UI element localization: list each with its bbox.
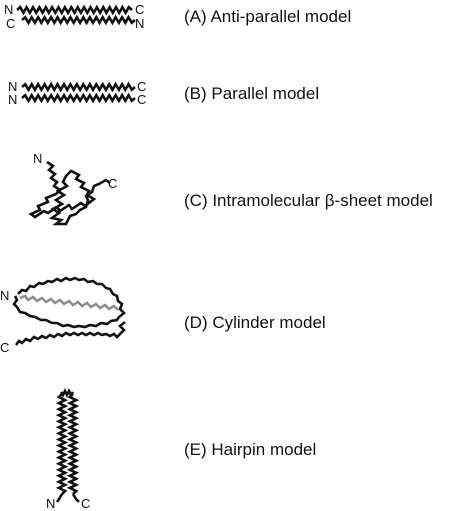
- model-b-terminus-top-right: C: [137, 79, 146, 94]
- model-c-terminus-end: C: [108, 176, 117, 191]
- model-a-strand-bottom: [21, 14, 136, 26]
- model-d-terminus-end: C: [0, 340, 9, 355]
- model-b-strand-bottom: [21, 92, 136, 104]
- model-a-terminus-bottom-right: N: [135, 16, 144, 31]
- model-e-label: (E) Hairpin model: [184, 440, 316, 459]
- model-c-sheet: [28, 160, 111, 226]
- model-d-diagram: N C: [0, 276, 126, 355]
- model-b-label: (B) Parallel model: [184, 84, 319, 103]
- model-e-tail-right: [71, 493, 80, 503]
- model-e-strand-right: [66, 393, 80, 495]
- model-e-tail-left: [55, 493, 64, 503]
- model-d-label: (D) Cylinder model: [184, 313, 326, 332]
- model-b-terminus-top-left: N: [8, 79, 17, 94]
- model-b-diagram: N C N C: [8, 79, 146, 107]
- model-a-terminus-top-right: C: [135, 2, 144, 17]
- model-e-terminus-end: C: [81, 496, 90, 511]
- model-c-label: (C) Intramolecular β-sheet model: [184, 191, 433, 210]
- model-d-bottom-strand: [14, 320, 126, 346]
- model-d-top-loop: [12, 276, 126, 329]
- model-b-terminus-bottom-left: N: [8, 92, 17, 107]
- model-e-strand-left: [55, 393, 69, 495]
- model-b-strand-top: [21, 81, 136, 93]
- model-a-label: (A) Anti-parallel model: [184, 7, 351, 26]
- model-d-terminus-start: N: [0, 288, 9, 303]
- model-d-inner-strand: [19, 294, 119, 311]
- model-e-terminus-start: N: [46, 496, 55, 511]
- model-e-diagram: N C: [46, 388, 90, 511]
- model-a-terminus-bottom-left: C: [6, 16, 15, 31]
- model-a-strand-top: [16, 4, 133, 16]
- model-c-diagram: N C: [28, 151, 117, 226]
- model-c-terminus-start: N: [33, 151, 42, 166]
- model-a-diagram: N C C N: [4, 2, 144, 31]
- model-b-terminus-bottom-right: C: [137, 92, 146, 107]
- model-a-terminus-top-left: N: [4, 2, 13, 17]
